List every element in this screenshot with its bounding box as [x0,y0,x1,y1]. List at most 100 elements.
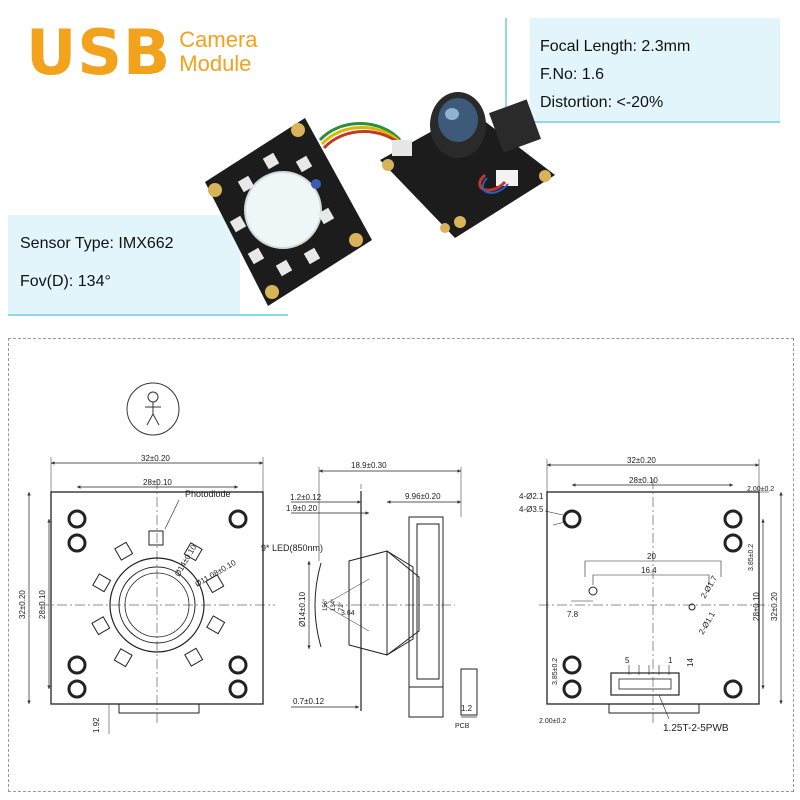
photodiode-icon [311,179,321,189]
side-dim-b: 1.9±0.20 [286,504,318,513]
led-icon [113,648,133,668]
led-icon [303,247,321,265]
back-hole-21: 4-Ø2.1 [519,492,544,501]
led-icon [237,175,255,193]
mount-hole-icon [723,509,743,529]
front-dim-inner-w: 28±0.10 [143,478,172,487]
back-dim-17: 2-Ø1.7 [699,574,719,600]
back-dim-164: 16.4 [641,566,657,575]
side-dim-a: 1.2±0.12 [290,493,322,502]
mount-hole-icon [67,655,87,675]
mount-hole-icon [208,183,222,197]
callout-line-right [500,121,780,123]
led-icon [229,215,247,233]
back-dim-385-bottom: 3.85±0.2 [552,658,559,685]
mount-hole-icon [291,123,305,137]
front-dim-outer-w: 32±0.20 [141,454,170,463]
spec-focal-length: Focal Length: 2.3mm [540,38,691,55]
mount-hole-icon [723,679,743,699]
locating-hole-icon [688,603,696,611]
technical-drawing: 32±0.20 28±0.10 Photodiode 9* LED(850nm)… [8,338,794,792]
back-dim-20: 20 [647,552,656,561]
orientation-person-icon [126,382,180,436]
mount-hole-icon [440,223,450,233]
led-icon [205,574,225,594]
front-dim-outer-h: 32±0.20 [18,590,27,619]
side-dim-c: 9.96±0.20 [405,492,441,501]
mount-hole-icon [67,679,87,699]
back-dim-outer-w: 32±0.20 [627,456,656,465]
side-angle-134: 134° [331,598,337,611]
front-photodiode-label: Photodiode [185,489,231,499]
mount-hole-icon [562,655,582,675]
back-dim-edge: 2.00±0.2 [747,486,774,493]
spec-distortion: Distortion: <-20% [540,94,664,111]
back-pin-1: 1 [668,656,673,665]
back-dim-edge-bottom: 2.00±0.2 [539,718,566,725]
led-icon [295,155,313,173]
side-connector [460,668,478,716]
mount-hole-icon [265,285,279,299]
front-dim-bottom: 1.92 [92,717,101,733]
back-dim-385-top: 3.85±0.2 [748,544,755,571]
spec-callout-left: Sensor Type: IMX662 Fov(D): 134° [8,215,240,315]
spec-fov: Fov(D): 134° [20,273,111,290]
back-dim-inner-h: 28±0.10 [752,592,761,621]
product-illustration [205,92,555,306]
side-pcb-stack [408,516,444,688]
front-view [27,457,275,734]
connector-icon [496,170,518,186]
mount-hole-icon [228,509,248,529]
led-icon [275,259,293,277]
back-dim-78: 7.8 [567,610,579,619]
mount-hole-icon [67,533,87,553]
led-board [205,118,372,306]
led-icon [206,615,226,635]
title-camera: Camera [179,27,258,52]
led-icon [262,152,280,170]
side-dim-bottom: 0.7±0.12 [293,697,325,706]
side-pcb-label: PCB [455,723,470,730]
back-dim-14: 14 [686,658,695,667]
front-dim-inner-h: 28±0.10 [38,590,47,619]
title-subtitle: Camera Module [179,28,257,76]
lens-opening [244,171,322,249]
led-icon [183,542,203,562]
mount-hole-icon [349,233,363,247]
title-module: Module [179,51,252,76]
drawing-canvas: 32±0.20 28±0.10 Photodiode 9* LED(850nm)… [18,382,783,734]
led-icon [317,207,335,225]
back-dim-inner-w: 28±0.10 [629,476,658,485]
back-dim-outer-h: 32±0.20 [770,592,779,621]
back-hole-35: 4-Ø3.5 [519,505,544,514]
spec-fno: F.No: 1.6 [540,66,605,83]
led-icon [247,247,265,265]
led-icon [184,647,204,667]
photodiode-icon [148,530,164,546]
front-led-label: 9* LED(850nm) [261,543,323,553]
side-lens-arc [314,562,322,648]
callout-line-left [8,314,288,316]
mount-hole-icon [228,655,248,675]
product-hero: USB Camera Module Focal Length: 2.3mm F.… [0,0,800,335]
mount-hole-icon [723,533,743,553]
back-connector-label: 1.25T-2-5PWB [663,723,729,734]
camera-board [380,92,555,238]
front-dim-hole: Ø11.08±0.10 [194,558,238,589]
side-dim-lens: 3.64 [341,610,355,617]
side-view [291,467,478,718]
spec-sensor: Sensor Type: IMX662 [20,235,174,252]
mount-hole-icon [67,509,87,529]
mount-hole-icon [454,216,466,228]
lens-glass-icon [438,98,478,142]
mount-hole-icon [228,679,248,699]
back-connector [610,672,680,696]
back-dim-11: 2-Ø1.1 [697,610,717,636]
connector-icon [392,140,412,156]
led-icon [114,541,134,561]
title-usb: USB [26,16,172,89]
side-dim-pcb: 1.2 [461,704,473,713]
spec-callout-right: Focal Length: 2.3mm F.No: 1.6 Distortion… [530,18,780,122]
back-view [539,459,783,723]
led-icon [91,616,111,636]
